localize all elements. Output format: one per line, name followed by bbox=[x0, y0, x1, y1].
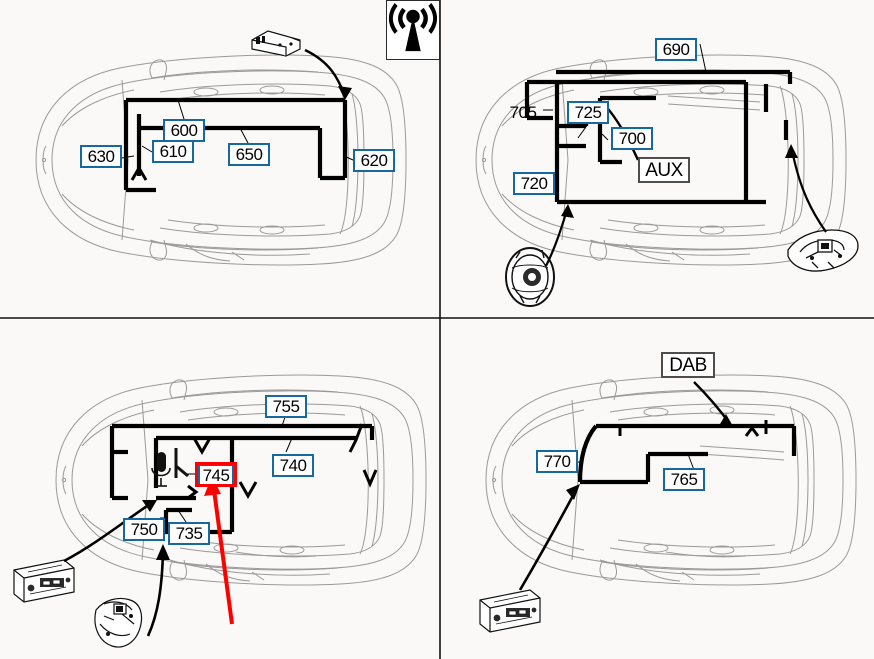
panel-bottom-right-artwork bbox=[479, 374, 857, 633]
panel-top-right-artwork bbox=[475, 43, 859, 307]
antenna-amplifier-module-art bbox=[251, 30, 301, 57]
microphone-icon bbox=[151, 448, 189, 487]
label-745-base[interactable]: 745 bbox=[198, 464, 234, 487]
label-700[interactable]: 700 bbox=[611, 127, 653, 150]
panel-top-left-artwork bbox=[35, 30, 407, 266]
radio-head-unit-art-2 bbox=[479, 589, 541, 633]
label-610[interactable]: 610 bbox=[152, 140, 194, 163]
label-745-highlight[interactable] bbox=[195, 462, 237, 487]
label-630[interactable]: 630 bbox=[80, 145, 122, 168]
speaker-woofer-art bbox=[505, 247, 555, 307]
label-705: 705 bbox=[509, 103, 537, 122]
label-740[interactable]: 740 bbox=[272, 454, 314, 477]
label-725[interactable]: 725 bbox=[567, 101, 609, 124]
label-765[interactable]: 765 bbox=[663, 468, 705, 491]
label-735[interactable]: 735 bbox=[168, 522, 210, 545]
red-highlight-arrow bbox=[212, 489, 234, 625]
label-650[interactable]: 650 bbox=[228, 143, 270, 166]
steering-column-switch-art bbox=[94, 597, 143, 648]
label-600[interactable]: 600 bbox=[163, 119, 205, 142]
label-aux[interactable]: AUX bbox=[638, 157, 690, 183]
label-770[interactable]: 770 bbox=[536, 450, 578, 473]
amplifier-bracket-art bbox=[787, 229, 859, 272]
label-720[interactable]: 720 bbox=[513, 172, 555, 195]
label-690[interactable]: 690 bbox=[655, 38, 697, 61]
panel-bottom-left-artwork bbox=[13, 374, 427, 648]
label-dab[interactable]: DAB bbox=[661, 352, 715, 378]
label-755[interactable]: 755 bbox=[265, 395, 307, 418]
radio-antenna-icon bbox=[386, 0, 440, 60]
label-750[interactable]: 750 bbox=[123, 518, 165, 541]
radio-head-unit-art bbox=[13, 559, 75, 603]
label-620[interactable]: 620 bbox=[353, 149, 395, 172]
